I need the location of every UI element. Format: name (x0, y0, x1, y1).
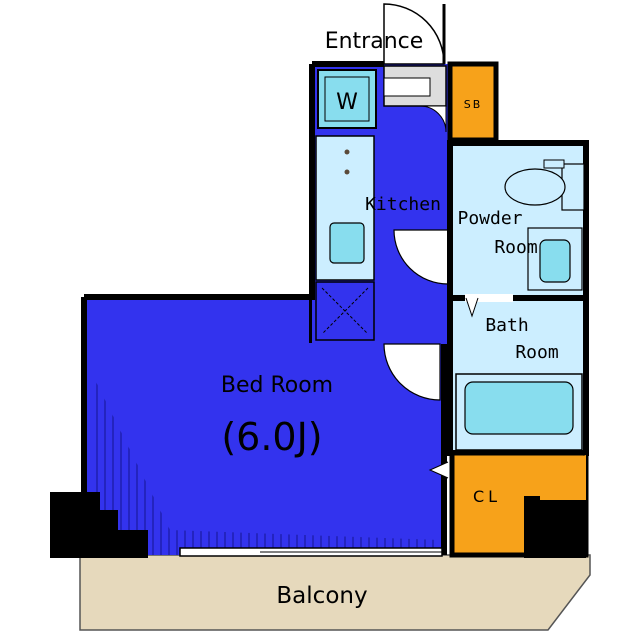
bathtub-icon (464, 381, 574, 435)
entrance: Entrance (325, 3, 446, 65)
kitchen-label: Kitchen (365, 194, 441, 215)
balcony: Balcony (79, 554, 591, 631)
toilet-icon (504, 168, 566, 206)
bed-room-size: (6.0J) (221, 415, 322, 459)
closet: CL (428, 450, 589, 558)
door-opening-icon (428, 461, 449, 479)
washer-label: W (336, 90, 358, 115)
bed-room-label: Bed Room (221, 373, 333, 398)
powder-room-label-1: Powder (457, 208, 522, 229)
kitchen-wall (309, 61, 384, 300)
door-swing (419, 105, 447, 133)
powder-room: Powder Room (447, 140, 589, 301)
shoe-box-label: SB (464, 98, 483, 111)
stove-burner-icon (344, 149, 350, 155)
bath-room: Bath Room (447, 294, 589, 456)
shoe-box: SB (447, 61, 499, 143)
kitchen-sink-icon (329, 222, 365, 264)
washbasin-icon (539, 239, 571, 283)
door-swing (383, 343, 441, 401)
bath-room-label-2: Room (515, 342, 558, 363)
door-swing (393, 229, 449, 285)
kitchen: W Kitchen (309, 61, 450, 401)
balcony-label: Balcony (276, 583, 367, 609)
stove-burner-icon (344, 169, 350, 175)
powder-room-label-2: Room (494, 237, 537, 258)
entrance-label: Entrance (325, 29, 424, 54)
column-left (50, 492, 148, 558)
bath-room-label-1: Bath (485, 315, 528, 336)
door-opening-icon (465, 297, 479, 318)
column-right (524, 496, 586, 558)
closet-label: CL (473, 487, 501, 506)
